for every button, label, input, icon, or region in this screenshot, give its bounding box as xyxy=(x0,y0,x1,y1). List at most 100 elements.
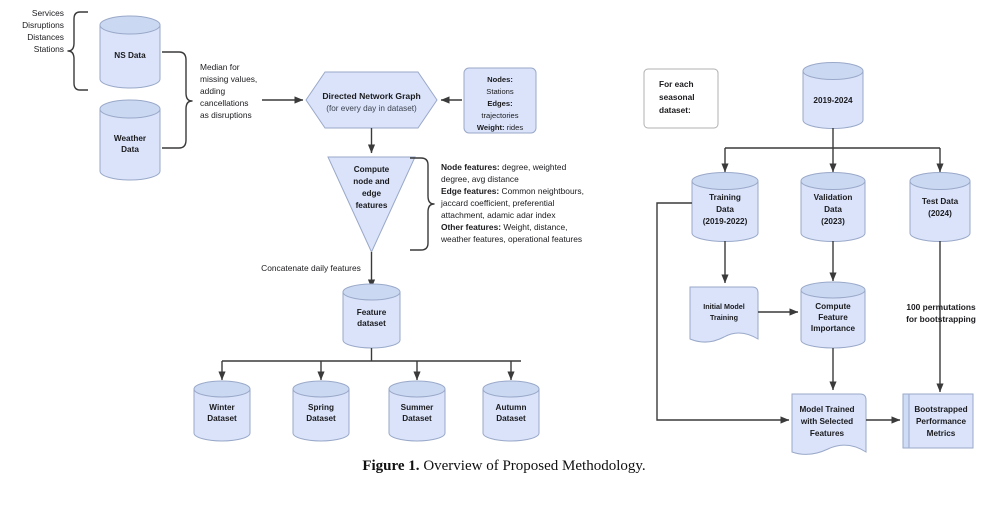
node-compute-features[interactable]: Compute node and edge features xyxy=(327,156,416,254)
node-bootstrapped-metrics[interactable]: Bootstrapped Performance Metrics xyxy=(902,393,974,449)
feature-list-row-2: Edge features: Common neightbours, xyxy=(441,186,584,196)
model-selected-line2: with Selected xyxy=(800,417,853,426)
model-selected-line3: Features xyxy=(810,429,845,438)
graph-spec-weight-bold: Weight: xyxy=(477,123,505,132)
inputs-brace xyxy=(67,11,88,91)
node-winter-dataset[interactable]: Winter Dataset xyxy=(193,380,251,442)
training-data-line2: Data xyxy=(716,205,734,214)
permutations-line1: 100 permutations xyxy=(906,302,976,312)
graph-spec-edges-value: trajectories xyxy=(481,111,518,120)
permutations-line2: for bootstrapping xyxy=(906,314,976,324)
merge-note-line4: cancellations xyxy=(200,98,248,108)
merge-note-line3: adding xyxy=(200,86,225,96)
inputs-label-line2: Disruptions xyxy=(22,20,64,30)
inputs-label-line3: Distances xyxy=(27,32,64,42)
feature-list-row-5-plain: Weight, distance, xyxy=(501,222,567,232)
training-data-line1: Training xyxy=(709,193,741,202)
validation-data-line1: Validation xyxy=(814,193,853,202)
for-each-line3: dataset: xyxy=(659,105,691,115)
merge-note-line5: as disruptions xyxy=(200,110,252,120)
node-summer-dataset[interactable]: Summer Dataset xyxy=(388,380,446,442)
compute-features-line3: edge xyxy=(362,189,382,198)
feature-dataset-line2: dataset xyxy=(357,319,386,328)
validation-data-line3: (2023) xyxy=(821,217,845,226)
validation-data-line2: Data xyxy=(824,205,842,214)
feature-list-row-0-bold: Node features: xyxy=(441,162,500,172)
node-ns-data[interactable]: NS Data xyxy=(99,15,161,89)
merge-note-line2: missing values, xyxy=(200,74,257,84)
feature-list-row-2-plain: Common neightbours, xyxy=(499,186,584,196)
bootstrapped-metrics-line1: Bootstrapped xyxy=(914,405,967,414)
inputs-label-line4: Stations xyxy=(34,44,64,54)
graph-spec-weight-value: rides xyxy=(505,123,524,132)
node-weather-data-label2: Data xyxy=(121,145,139,154)
figure-caption: Figure 1. Overview of Proposed Methodolo… xyxy=(0,458,1008,475)
feature-list-row-1: degree, avg distance xyxy=(441,174,519,184)
concatenate-label: Concatenate daily features xyxy=(261,263,361,273)
winter-dataset-line2: Dataset xyxy=(207,414,237,423)
autumn-dataset-line1: Autumn xyxy=(496,403,527,412)
compute-features-line4: features xyxy=(356,201,388,210)
node-graph-subtitle: (for every day in dataset) xyxy=(326,104,417,113)
graph-spec-edges-bold: Edges: xyxy=(487,99,512,108)
spring-dataset-line1: Spring xyxy=(308,403,334,412)
test-data-line2: (2024) xyxy=(928,209,952,218)
feature-importance-line3: Importance xyxy=(811,324,856,333)
node-compute-feature-importance[interactable]: Compute Feature Importance xyxy=(800,281,866,349)
node-weather-data[interactable]: Weather Data xyxy=(99,99,161,181)
figure-caption-text: Overview of Proposed Methodology. xyxy=(423,458,646,474)
feature-list-row-6: weather features, operational features xyxy=(440,234,582,244)
graph-spec-nodes-value: Stations xyxy=(486,87,514,96)
node-ns-data-label: NS Data xyxy=(114,51,146,60)
feature-dataset-line1: Feature xyxy=(357,308,387,317)
summer-dataset-line1: Summer xyxy=(401,403,435,412)
initial-training-line1: Initial Model xyxy=(703,302,745,311)
note-for-each-seasonal-dataset: For each seasonal dataset: xyxy=(643,68,719,129)
feature-list-row-0: Node features: degree, weighted xyxy=(441,162,567,172)
bootstrapped-metrics-line2: Performance xyxy=(916,417,967,426)
graph-spec-weight: Weight: rides xyxy=(477,123,523,132)
merge-brace xyxy=(162,51,193,149)
feature-list-row-2-bold: Edge features: xyxy=(441,186,499,196)
feature-importance-line1: Compute xyxy=(815,302,851,311)
feature-list-brace xyxy=(410,157,435,251)
feature-list-row-4: attachment, adamic adar index xyxy=(441,210,556,220)
compute-features-line2: node and xyxy=(353,177,389,186)
merge-note-line1: Median for xyxy=(200,62,240,72)
edge-training-feedback-loop xyxy=(656,202,790,424)
training-data-line3: (2019-2022) xyxy=(703,217,748,226)
feature-list-row-5-bold: Other features: xyxy=(441,222,501,232)
bootstrapped-metrics-line3: Metrics xyxy=(927,429,956,438)
for-each-line1: For each xyxy=(659,79,694,89)
initial-training-line2: Training xyxy=(710,313,738,322)
test-data-line1: Test Data xyxy=(922,197,959,206)
node-feature-dataset[interactable]: Feature dataset xyxy=(342,283,401,349)
node-validation-data[interactable]: Validation Data (2023) xyxy=(800,172,866,242)
node-autumn-dataset[interactable]: Autumn Dataset xyxy=(482,380,540,442)
node-spring-dataset[interactable]: Spring Dataset xyxy=(292,380,350,442)
compute-features-line1: Compute xyxy=(354,165,390,174)
winter-dataset-line1: Winter xyxy=(209,403,235,412)
feature-list-row-5: Other features: Weight, distance, xyxy=(441,222,567,232)
inputs-label-line1: Services xyxy=(32,8,64,18)
source-years-label: 2019-2024 xyxy=(813,96,853,105)
node-weather-data-label1: Weather xyxy=(114,134,147,143)
node-initial-model-training[interactable]: Initial Model Training xyxy=(689,286,759,343)
node-directed-network-graph[interactable]: Directed Network Graph (for every day in… xyxy=(305,71,438,129)
spring-dataset-line2: Dataset xyxy=(306,414,336,423)
node-training-data[interactable]: Training Data (2019-2022) xyxy=(691,172,759,242)
model-selected-line1: Model Trained xyxy=(799,405,854,414)
node-graph-title: Directed Network Graph xyxy=(322,91,420,101)
figure-caption-label: Figure 1. xyxy=(362,458,420,474)
node-test-data[interactable]: Test Data (2024) xyxy=(909,172,971,242)
for-each-line2: seasonal xyxy=(659,92,695,102)
graph-spec-nodes-bold: Nodes: xyxy=(487,75,513,84)
feature-list-row-3: jaccard coefficient, preferential xyxy=(440,198,555,208)
node-graph-spec-box[interactable]: Nodes: Stations Edges: trajectories Weig… xyxy=(463,67,537,134)
summer-dataset-line2: Dataset xyxy=(402,414,432,423)
node-model-trained-selected[interactable]: Model Trained with Selected Features xyxy=(791,393,867,455)
node-source-years[interactable]: 2019-2024 xyxy=(802,62,864,129)
feature-importance-line2: Feature xyxy=(818,313,848,322)
